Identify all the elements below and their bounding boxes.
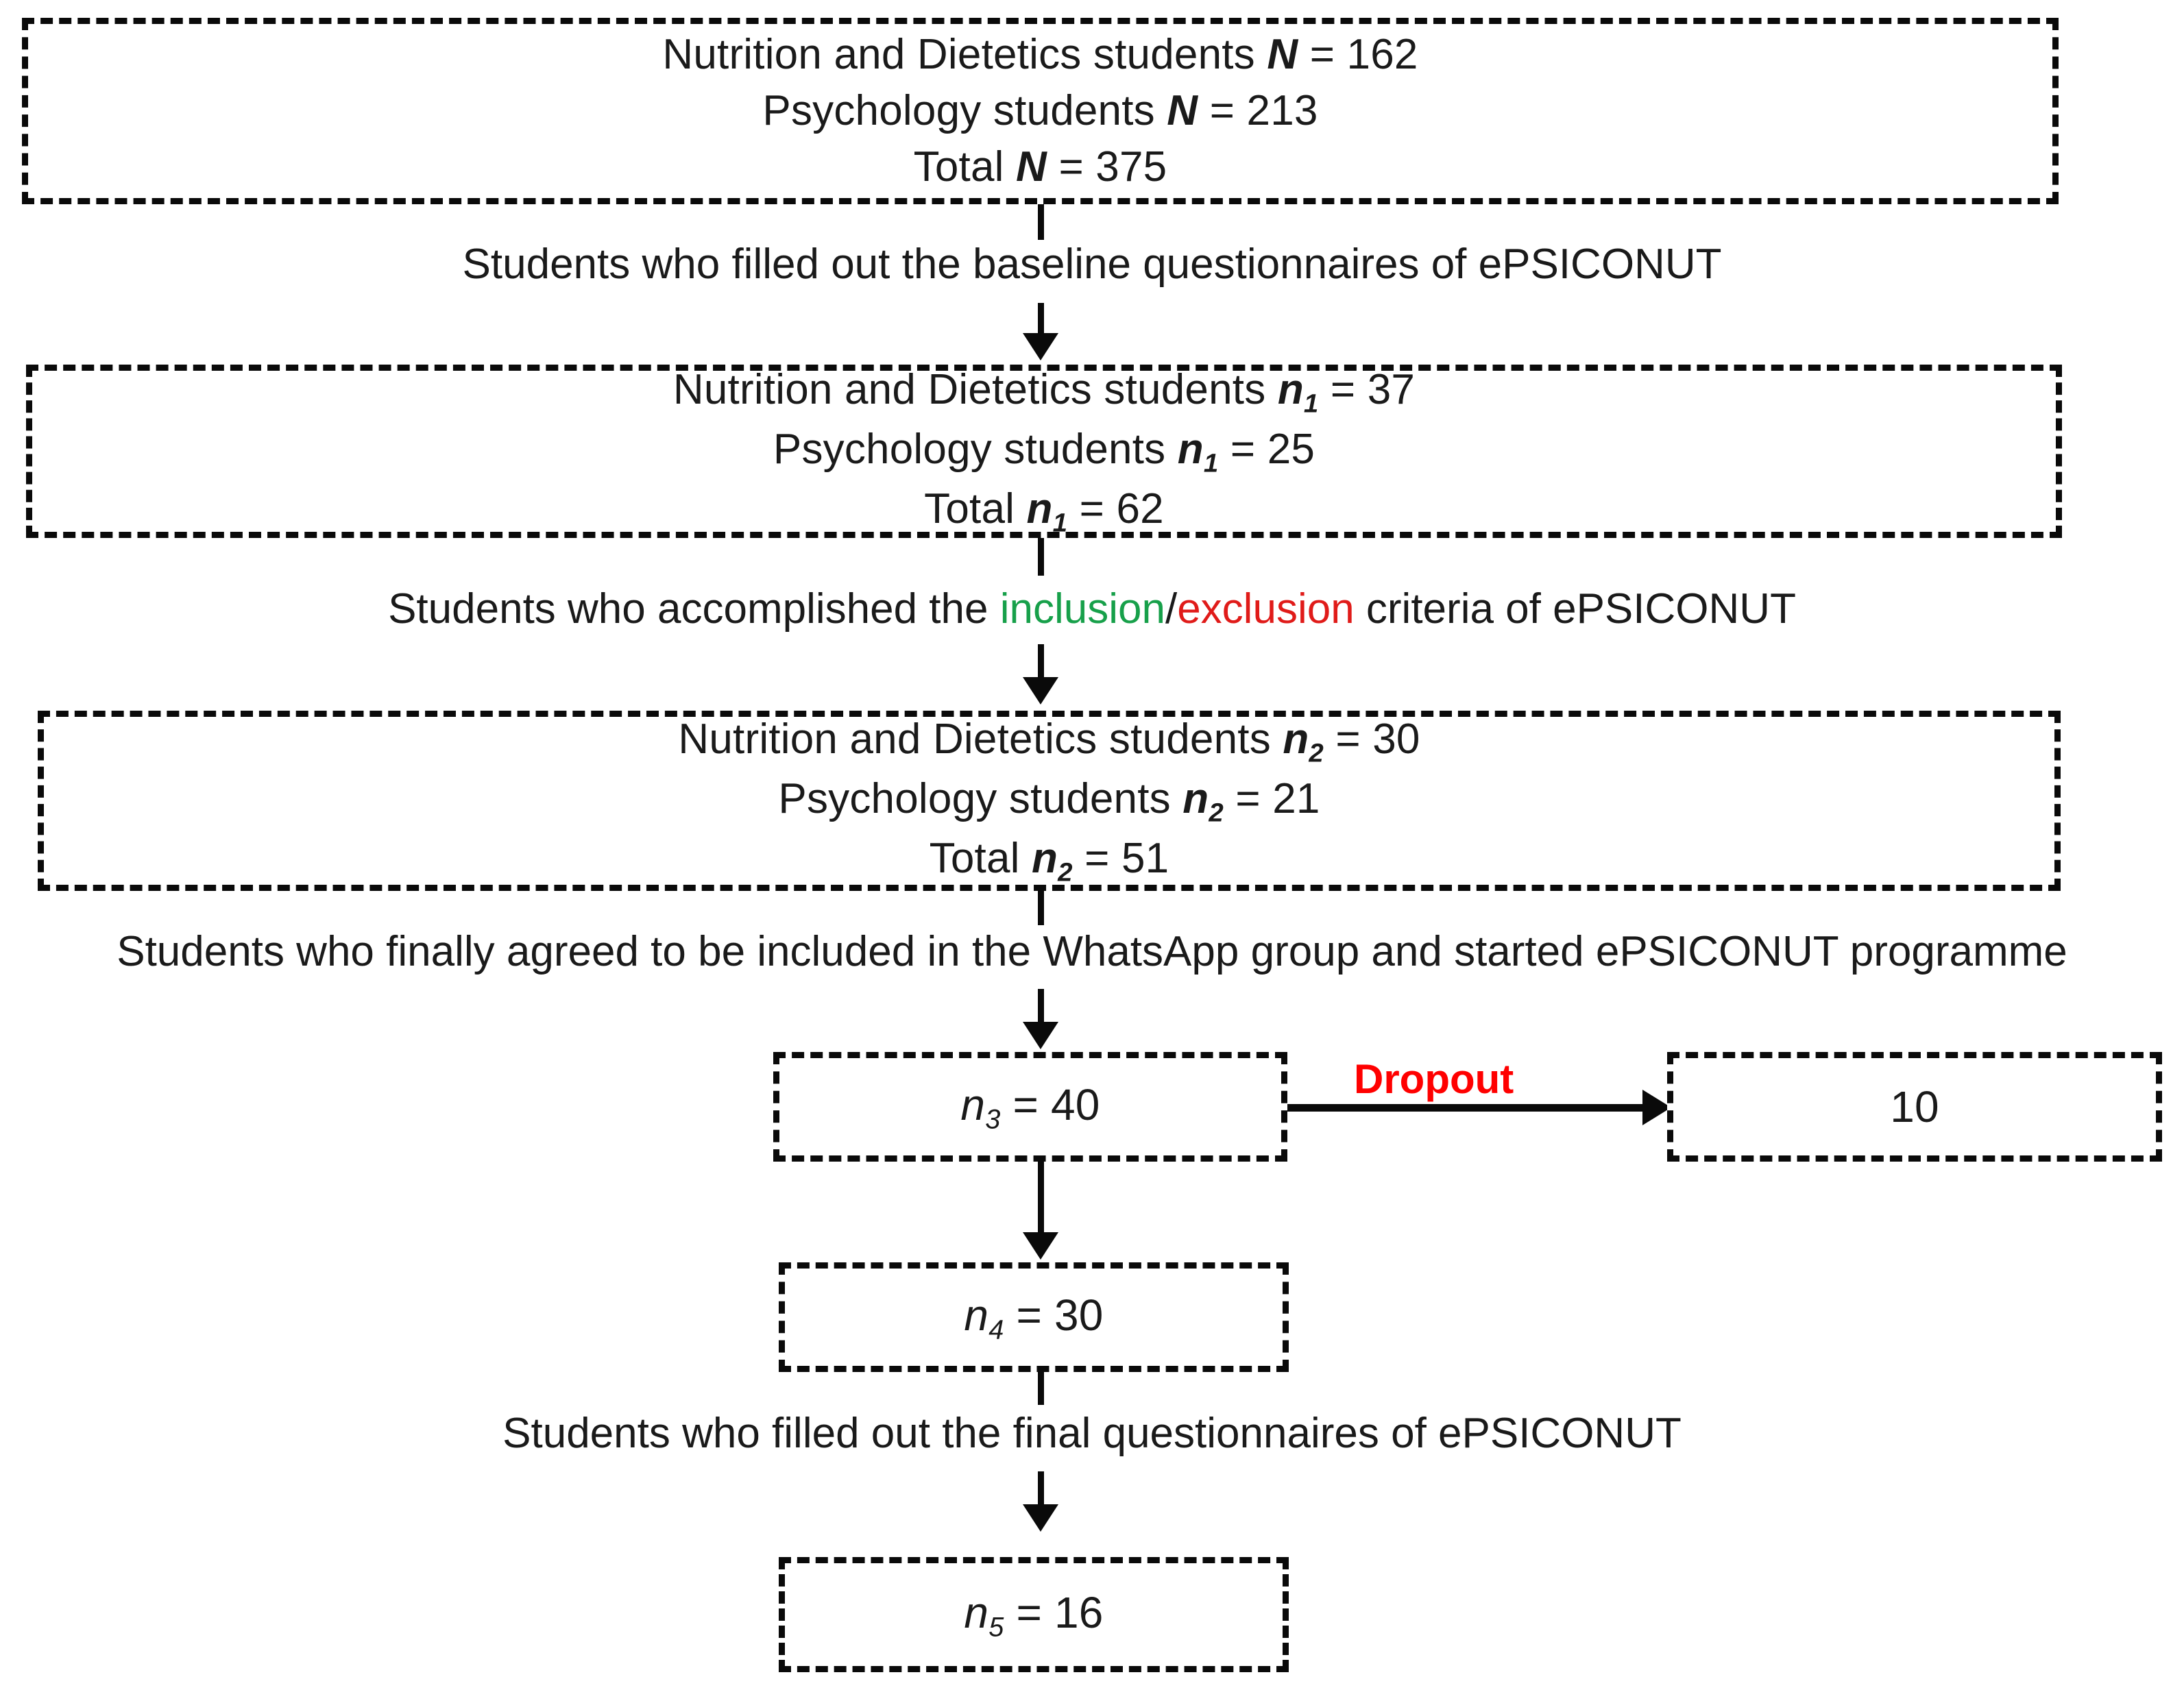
- box3-line-psychology: Psychology students n2 = 21: [778, 771, 1320, 831]
- box5-symbol: n: [964, 1290, 989, 1340]
- connector-line-1-top: [1038, 204, 1044, 240]
- box5-value: = 30: [1004, 1290, 1104, 1340]
- box2-line-psychology: Psychology students n1 = 25: [773, 421, 1315, 481]
- box6-value: = 16: [1004, 1587, 1104, 1637]
- box4-sub: 3: [985, 1104, 1001, 1135]
- connector-line-5-bottom: [1038, 1471, 1044, 1507]
- box1-line3-symbol: N: [1016, 143, 1047, 191]
- dropout-label-text: Dropout: [1354, 1056, 1514, 1102]
- box5-line: n4 = 30: [964, 1286, 1103, 1348]
- node-box-n5-completers: n5 = 16: [779, 1557, 1289, 1672]
- connector-line-2-bottom: [1038, 644, 1044, 680]
- box3-line3-value: = 51: [1072, 835, 1169, 883]
- box3-line1-prefix: Nutrition and Dietetics students: [678, 715, 1283, 763]
- box2-line2-sub: 1: [1203, 448, 1219, 478]
- box6-sub: 5: [988, 1612, 1004, 1643]
- caption-inclusion-exclusion-criteria: Students who accomplished the inclusion/…: [0, 585, 2184, 633]
- arrow-down-3: [1023, 1022, 1058, 1049]
- box4-symbol: n: [960, 1079, 986, 1129]
- box3-line2-prefix: Psychology students: [778, 774, 1183, 822]
- box2-line2-value: = 25: [1218, 425, 1315, 473]
- dropout-label: Dropout: [1354, 1055, 1514, 1103]
- node-box-n3-started: n3 = 40: [773, 1052, 1287, 1162]
- arrow-down-1: [1023, 333, 1058, 360]
- box2-line1-sub: 1: [1303, 389, 1319, 419]
- box2-line1-value: = 37: [1318, 365, 1416, 413]
- box1-line3-value: = 375: [1047, 143, 1167, 191]
- box1-line-total: Total N = 375: [914, 139, 1167, 195]
- box5-sub: 4: [988, 1314, 1004, 1345]
- box3-line1-symbol: n: [1283, 715, 1309, 763]
- box1-line2-value: = 213: [1198, 87, 1318, 135]
- box1-line3-prefix: Total: [913, 143, 1017, 191]
- connector-line-3-top: [1038, 891, 1044, 925]
- box1-line-psychology: Psychology students N = 213: [762, 83, 1318, 139]
- caption-final-questionnaires: Students who filled out the final questi…: [0, 1410, 2184, 1457]
- connector-line-2-top: [1038, 538, 1044, 576]
- node-box-n1-responders: Nutrition and Dietetics students n1 = 37…: [26, 365, 2062, 538]
- arrow-down-2: [1023, 677, 1058, 705]
- box2-line3-prefix: Total: [924, 485, 1027, 533]
- box3-line1-value: = 30: [1323, 715, 1420, 763]
- box1-line1-symbol: N: [1267, 31, 1298, 79]
- caption-2-exclusion: exclusion: [1177, 585, 1355, 633]
- box3-line-nutrition: Nutrition and Dietetics students n2 = 30: [678, 711, 1420, 771]
- box4-line: n3 = 40: [960, 1076, 1100, 1138]
- caption-3-text: Students who finally agreed to be includ…: [117, 928, 2067, 975]
- box2-line-total: Total n1 = 62: [924, 481, 1164, 541]
- box1-line2-symbol: N: [1167, 87, 1198, 135]
- box2-line3-sub: 1: [1052, 508, 1068, 538]
- node-box-n2-eligible: Nutrition and Dietetics students n2 = 30…: [38, 711, 2061, 891]
- box1-line-nutrition: Nutrition and Dietetics students N = 162: [662, 27, 1418, 83]
- caption-whatsapp-group: Students who finally agreed to be includ…: [0, 928, 2184, 975]
- arrow-down-5: [1023, 1504, 1058, 1532]
- arrow-right-dropout: [1642, 1090, 1671, 1125]
- connector-line-3-bottom: [1038, 989, 1044, 1025]
- box3-line1-sub: 2: [1309, 738, 1324, 768]
- dropout-connector-line: [1287, 1104, 1644, 1112]
- box3-line2-symbol: n: [1182, 774, 1209, 822]
- box2-line3-symbol: n: [1026, 485, 1053, 533]
- box1-line1-value: = 162: [1298, 31, 1418, 79]
- connector-line-5-top: [1038, 1372, 1044, 1405]
- box3-line3-prefix: Total: [929, 835, 1032, 883]
- box2-line-nutrition: Nutrition and Dietetics students n1 = 37: [673, 362, 1415, 421]
- caption-2-inclusion: inclusion: [999, 585, 1165, 633]
- caption-2-slash: /: [1165, 585, 1178, 633]
- caption-baseline-questionnaires: Students who filled out the baseline que…: [0, 241, 2184, 288]
- box6-symbol: n: [964, 1587, 989, 1637]
- box6-line: n5 = 16: [964, 1584, 1103, 1645]
- box2-line2-prefix: Psychology students: [773, 425, 1178, 473]
- dropout-box-line: 10: [1890, 1078, 1939, 1136]
- box1-line2-prefix: Psychology students: [762, 87, 1167, 135]
- box1-line1-prefix: Nutrition and Dietetics students: [662, 31, 1267, 79]
- box2-line3-value: = 62: [1067, 485, 1164, 533]
- box2-line1-symbol: n: [1277, 365, 1304, 413]
- box3-line2-sub: 2: [1209, 798, 1224, 828]
- box3-line-total: Total n2 = 51: [930, 831, 1169, 890]
- caption-2-after: criteria of ePSICONUT: [1354, 585, 1796, 633]
- node-box-n4-midpoint: n4 = 30: [779, 1262, 1289, 1372]
- connector-line-1-bottom: [1038, 303, 1044, 337]
- arrow-down-4: [1023, 1232, 1058, 1260]
- box2-line2-symbol: n: [1177, 425, 1204, 473]
- box3-line3-sub: 2: [1058, 857, 1073, 887]
- caption-1-text: Students who filled out the baseline que…: [462, 241, 1722, 288]
- connector-line-4: [1038, 1162, 1044, 1236]
- box3-line3-symbol: n: [1032, 835, 1058, 883]
- box2-line1-prefix: Nutrition and Dietetics students: [672, 365, 1278, 413]
- box4-value: = 40: [1000, 1079, 1100, 1129]
- box3-line2-value: = 21: [1223, 774, 1320, 822]
- caption-4-text: Students who filled out the final questi…: [502, 1410, 1682, 1457]
- node-box-dropout-count: 10: [1667, 1052, 2162, 1162]
- node-box-baseline-population: Nutrition and Dietetics students N = 162…: [22, 18, 2059, 204]
- caption-2-before: Students who accomplished the: [388, 585, 1000, 633]
- dropout-box-value: 10: [1890, 1081, 1939, 1131]
